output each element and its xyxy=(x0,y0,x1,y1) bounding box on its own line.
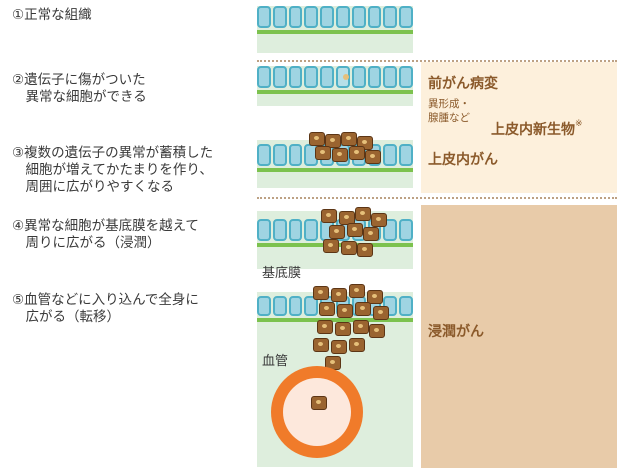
epithelial-cell xyxy=(288,296,303,316)
epithelial-cell xyxy=(304,66,319,88)
epithelial-cell xyxy=(272,296,287,316)
panel-metastasis xyxy=(257,284,413,467)
tumor-cell xyxy=(315,146,331,160)
step-2-text: ②遺伝子に傷がついた 異常な細胞ができる xyxy=(12,72,147,105)
epithelial-cell xyxy=(335,6,350,28)
intraepithelial-neoplasia-text: 上皮内新生物 xyxy=(491,122,575,138)
tumor-cell xyxy=(331,288,347,302)
panel-normal-tissue xyxy=(257,6,413,53)
tumor-cell xyxy=(355,207,371,221)
tumor-cell xyxy=(369,324,385,338)
tumor-cell xyxy=(313,286,329,300)
epithelial-cell xyxy=(257,296,271,316)
epithelial-cell xyxy=(272,219,287,241)
epithelial-cell xyxy=(351,66,366,88)
epithelial-cell xyxy=(320,66,334,88)
tumor-cell xyxy=(339,211,355,225)
epithelial-cell xyxy=(399,66,413,88)
epithelial-cell xyxy=(304,6,319,28)
epithelial-cell xyxy=(257,66,271,88)
panel-abnormal-cell xyxy=(257,66,413,106)
epithelial-cell xyxy=(304,219,319,241)
epithelial-cell xyxy=(399,144,413,166)
epithelial-cell xyxy=(383,66,398,88)
step-4-text: ④異常な細胞が基底膜を越えて 周りに広がる（浸潤） xyxy=(12,218,199,251)
panel-invasion xyxy=(257,207,413,269)
epithelial-cell xyxy=(257,6,271,28)
step-5-text: ⑤血管などに入り込んで全身に 広がる（転移） xyxy=(12,292,199,325)
invasive-cancer-label: 浸潤がん xyxy=(428,324,484,340)
carcinoma-in-situ-label: 上皮内がん xyxy=(428,152,498,168)
tumor-cell xyxy=(365,150,381,164)
epithelial-cell xyxy=(288,144,303,166)
basement-membrane-line xyxy=(257,90,413,94)
precancer-zone xyxy=(421,62,617,193)
epithelial-cell xyxy=(288,66,303,88)
tumor-cell xyxy=(332,148,348,162)
epithelial-cell xyxy=(399,6,413,28)
epithelial-layer xyxy=(257,66,413,88)
step-3-text: ③複数の遺伝子の異常が蓄積した 細胞が増えてかたまりを作り、 周囲に広がりやすく… xyxy=(12,145,214,195)
tumor-cell xyxy=(349,146,365,160)
invasive-zone xyxy=(421,205,617,468)
tumor-cell xyxy=(323,239,339,253)
tumor-cell xyxy=(313,338,329,352)
tumor-cell xyxy=(317,320,333,334)
epithelial-cell xyxy=(399,296,413,316)
tumor-cell xyxy=(325,356,341,370)
basement-membrane-line xyxy=(257,318,413,322)
tumor-cell xyxy=(367,290,383,304)
epithelial-cell xyxy=(257,219,271,241)
divider-top xyxy=(257,60,617,62)
basement-membrane-line xyxy=(257,30,413,34)
tumor-cell xyxy=(329,225,345,239)
epithelial-cell xyxy=(288,6,303,28)
blood-vessel-lumen xyxy=(283,378,351,446)
abnormal-cell-nucleus xyxy=(343,74,349,80)
divider-bottom xyxy=(257,197,617,199)
epithelial-cell xyxy=(272,6,287,28)
tumor-cell xyxy=(309,132,325,146)
epithelial-layer xyxy=(257,6,413,28)
tumor-cell xyxy=(355,302,371,316)
epithelial-cell xyxy=(383,144,398,166)
tumor-cell xyxy=(349,338,365,352)
precancer-label: 前がん病変 xyxy=(428,76,498,92)
tumor-cell xyxy=(331,340,347,354)
epithelial-cell xyxy=(272,66,287,88)
tumor-cell xyxy=(341,132,357,146)
tumor-cell xyxy=(341,241,357,255)
asterisk-mark: ※ xyxy=(575,119,583,129)
tumor-cell xyxy=(337,304,353,318)
tumor-cell xyxy=(321,209,337,223)
panel-carcinoma-in-situ xyxy=(257,132,413,188)
tumor-cell xyxy=(363,227,379,241)
tumor-cell xyxy=(371,213,387,227)
tumor-cell xyxy=(325,134,341,148)
epithelial-cell xyxy=(320,6,334,28)
circulating-tumor-cell xyxy=(311,396,327,410)
epithelial-cell xyxy=(272,144,287,166)
epithelial-cell xyxy=(367,66,382,88)
precancer-examples: 異形成・ 腺腫など xyxy=(428,98,470,124)
basement-membrane-label: 基底膜 xyxy=(262,266,302,281)
blood-vessel-label: 血管 xyxy=(262,354,289,369)
tumor-cell xyxy=(347,223,363,237)
tumor-cell xyxy=(349,284,365,298)
tumor-cell xyxy=(357,243,373,257)
basement-membrane-line xyxy=(257,168,413,172)
epithelial-cell xyxy=(399,219,413,241)
tumor-cell xyxy=(353,320,369,334)
epithelial-cell xyxy=(288,219,303,241)
epithelial-cell xyxy=(351,6,366,28)
tumor-cell xyxy=(319,302,335,316)
epithelial-cell xyxy=(367,6,382,28)
epithelial-cell xyxy=(383,6,398,28)
tumor-cell xyxy=(373,306,389,320)
epithelial-cell xyxy=(257,144,271,166)
tumor-cell xyxy=(335,322,351,336)
epithelial-cell xyxy=(304,296,319,316)
step-1-text: ①正常な組織 xyxy=(12,7,92,23)
intraepithelial-neoplasia-label: 上皮内新生物※ xyxy=(491,119,583,139)
